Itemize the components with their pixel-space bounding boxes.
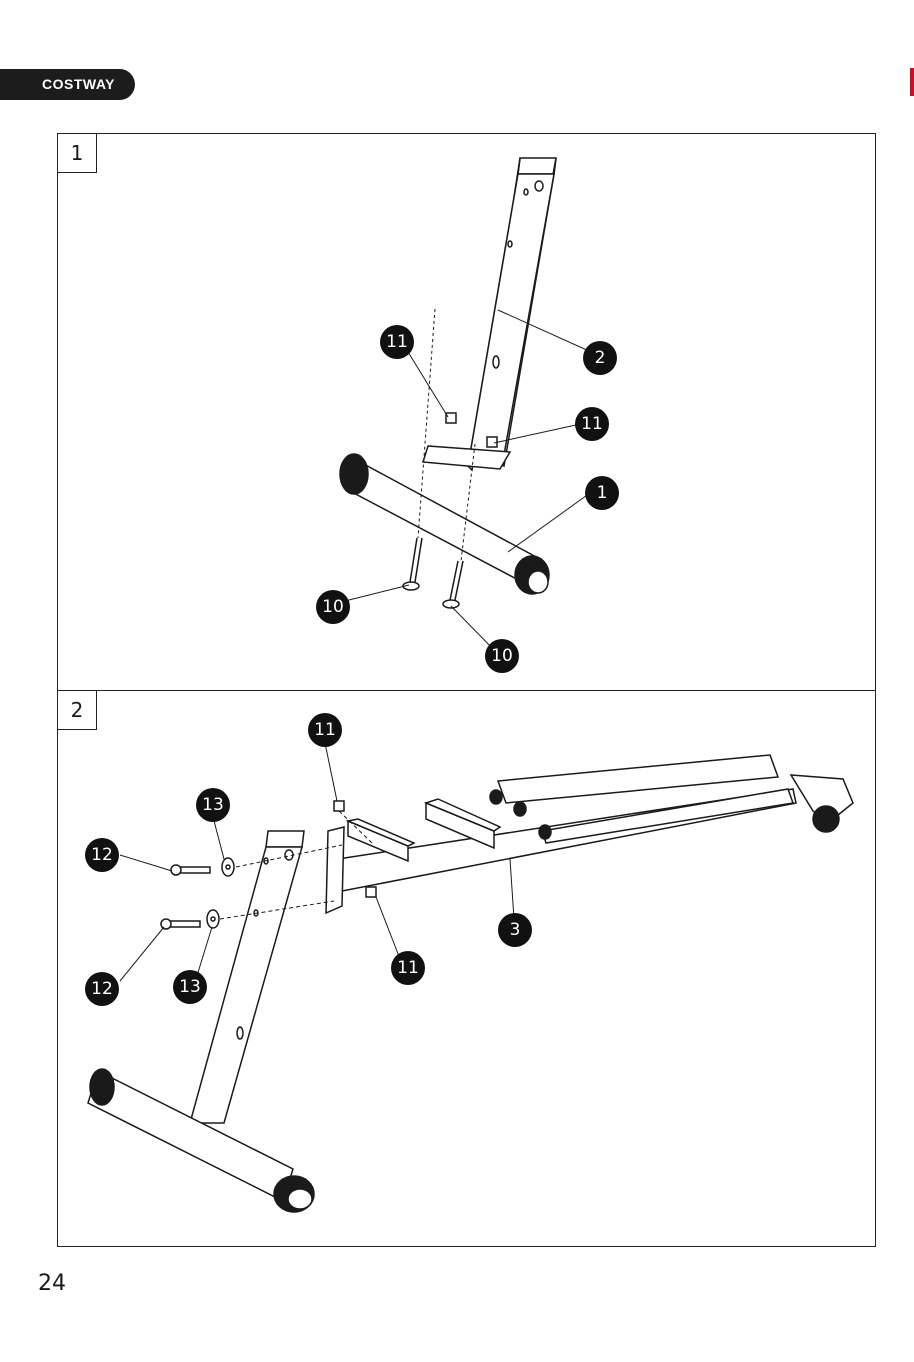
callout-10: 10	[322, 597, 344, 617]
callout-10: 10	[491, 646, 513, 666]
step-2-drawing: 11 13 12 3 11 12 13	[58, 691, 877, 1248]
callout-12: 12	[91, 979, 113, 999]
callout-13: 13	[179, 977, 201, 997]
edge-color-mark	[910, 68, 914, 96]
callout-11: 11	[314, 720, 336, 740]
step-1-callouts: 11 2 11 1 10 10	[316, 325, 619, 673]
step-1-panel: 1	[57, 133, 876, 691]
callout-11: 11	[397, 958, 419, 978]
callout-1: 1	[597, 483, 608, 503]
page-number: 24	[38, 1271, 66, 1296]
callout-11: 11	[386, 332, 408, 352]
step-1-drawing: 11 2 11 1 10 10	[58, 134, 877, 692]
callout-12: 12	[91, 845, 113, 865]
callout-2: 2	[595, 348, 606, 368]
callout-13: 13	[202, 795, 224, 815]
step-2-panel: 2	[57, 690, 876, 1247]
callout-11: 11	[581, 414, 603, 434]
brand-logo: COSTWAY	[0, 69, 135, 100]
callout-3: 3	[510, 920, 521, 940]
